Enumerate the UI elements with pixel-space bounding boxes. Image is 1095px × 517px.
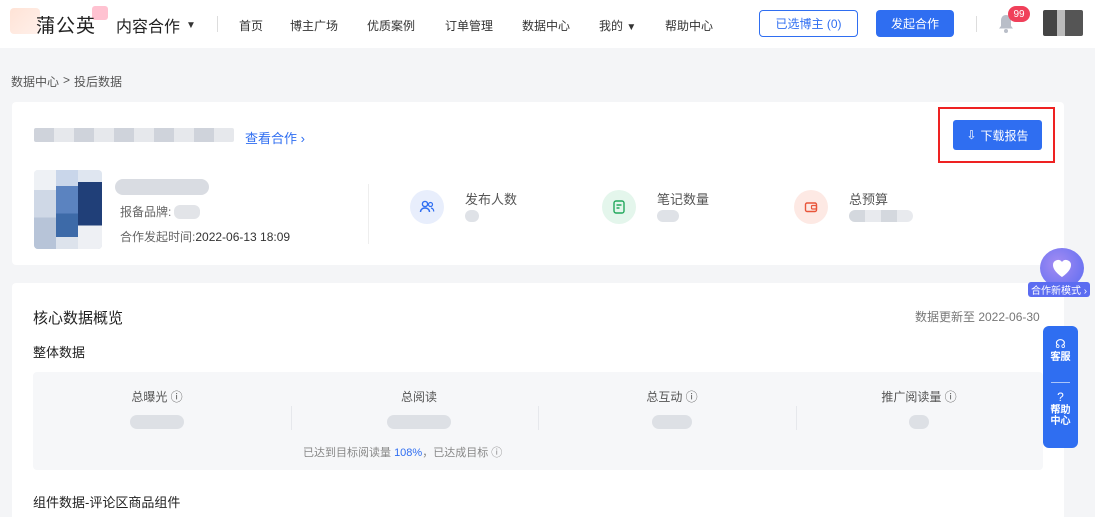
- nav-help[interactable]: 帮助中心: [665, 19, 714, 33]
- vertical-divider: [368, 184, 369, 244]
- new-coop-mode-tag[interactable]: 合作新模式 ›: [1028, 282, 1091, 297]
- note-icon: [602, 190, 636, 224]
- metric-divider: [291, 406, 292, 430]
- stat-label: 笔记数量: [657, 192, 710, 207]
- users-icon: [410, 190, 444, 224]
- campaign-card: 查看合作 › ⇩ 下载报告 报备品牌: 合作发起时间:2022-06-13 18…: [12, 102, 1064, 265]
- metric-label: 总阅读: [400, 390, 437, 404]
- metric-value-blurred: [387, 415, 451, 429]
- question-icon: ?: [1057, 390, 1064, 404]
- logo-blur: [10, 8, 40, 34]
- metric-label[interactable]: 总曝光 ⓘ: [131, 390, 183, 404]
- wallet-icon: [794, 190, 828, 224]
- avatar[interactable]: [1043, 10, 1083, 36]
- core-data-card: 核心数据概览 数据更新至 2022-06-30 整体数据 总曝光 ⓘ 总阅读 总…: [12, 283, 1064, 517]
- campaign-title-blurred: [34, 128, 234, 142]
- metric-promo-reads: 推广阅读量 ⓘ: [795, 388, 1043, 429]
- blogger-name-blurred: [115, 179, 209, 195]
- product-label: 内容合作: [116, 19, 181, 36]
- breadcrumb-current: 投后数据: [74, 75, 123, 89]
- subsection-title: 整体数据: [33, 345, 86, 360]
- notification-badge: 99: [1008, 6, 1030, 22]
- metric-interactions: 总互动 ⓘ: [548, 388, 796, 429]
- nav-divider-2: [976, 16, 977, 32]
- stat-value-blurred: [657, 210, 679, 222]
- help-sidebar-divider: [1051, 382, 1070, 383]
- component-section-title: 组件数据-评论区商品组件: [33, 495, 181, 510]
- logo-blur-accent: [92, 6, 108, 20]
- target-note: 已达到目标阅读量 108%，已达成目标 ⓘ: [303, 444, 502, 460]
- metric-value-blurred: [909, 415, 929, 429]
- metric-reads: 总阅读: [301, 388, 537, 429]
- stat-label: 总预算: [849, 192, 889, 207]
- metric-divider: [796, 406, 797, 430]
- download-report-button[interactable]: ⇩ 下载报告: [953, 120, 1042, 150]
- stat-value-blurred: [849, 210, 913, 222]
- metric-label[interactable]: 推广阅读量 ⓘ: [881, 390, 957, 404]
- brand-field: 报备品牌:: [120, 203, 201, 220]
- highlight-box: [938, 107, 1055, 163]
- target-note-suffix[interactable]: ，已达成目标 ⓘ: [422, 447, 503, 459]
- download-icon: ⇩: [966, 128, 977, 142]
- metric-value-blurred: [130, 415, 184, 429]
- help-sidebar: ☊ 客服 ? 帮助中心: [1043, 326, 1078, 448]
- customer-service-label: 客服: [1050, 352, 1071, 363]
- start-coop-button[interactable]: 发起合作: [876, 10, 954, 37]
- brand-name[interactable]: 蒲公英: [36, 16, 97, 37]
- metric-label[interactable]: 总互动 ⓘ: [646, 390, 698, 404]
- nav-data-center[interactable]: 数据中心: [522, 19, 571, 33]
- help-center-button[interactable]: ? 帮助中心: [1043, 390, 1078, 427]
- brand-value-blurred: [174, 204, 201, 219]
- target-note-prefix: 已达到目标阅读量: [303, 447, 395, 459]
- overview-panel: 总曝光 ⓘ 总阅读 总互动 ⓘ 推广阅读量 ⓘ 已达到目标阅读量 108%，已达…: [33, 372, 1043, 470]
- headset-icon: ☊: [1055, 337, 1066, 351]
- stat-label: 发布人数: [465, 192, 518, 207]
- nav-mine-label: 我的: [599, 19, 624, 33]
- brand-label: 报备品牌:: [120, 205, 172, 219]
- nav-orders[interactable]: 订单管理: [445, 19, 494, 33]
- help-center-label: 帮助中心: [1050, 405, 1071, 427]
- brand-thumbnail: [34, 170, 102, 249]
- metric-divider: [538, 406, 539, 430]
- data-updated: 数据更新至 2022-06-30: [915, 310, 1040, 324]
- top-nav: 蒲公英 内容合作 ▼ 首页 博主广场 优质案例 订单管理 数据中心 我的 ▼ 帮…: [0, 0, 1095, 48]
- metric-exposure: 总曝光 ⓘ: [33, 388, 281, 429]
- nav-divider: [217, 16, 218, 32]
- customer-service-button[interactable]: ☊ 客服: [1043, 337, 1078, 363]
- selected-bloggers-button[interactable]: 已选博主 (0): [759, 10, 858, 37]
- breadcrumb: 数据中心 > 投后数据: [11, 73, 122, 90]
- product-switcher[interactable]: 内容合作 ▼: [116, 13, 196, 37]
- nav-cases[interactable]: 优质案例: [367, 19, 416, 33]
- download-label: 下载报告: [980, 128, 1029, 143]
- nav-home[interactable]: 首页: [239, 19, 264, 33]
- start-time-value: 2022-06-13 18:09: [195, 230, 291, 244]
- nav-blogger-square[interactable]: 博主广场: [290, 19, 339, 33]
- nav-mine[interactable]: 我的 ▼: [599, 17, 636, 34]
- heart-icon[interactable]: [1040, 248, 1084, 288]
- section-title: 核心数据概览: [33, 310, 124, 327]
- breadcrumb-separator: >: [63, 73, 71, 87]
- caret-down-icon: ▼: [186, 19, 196, 31]
- start-time-field: 合作发起时间:2022-06-13 18:09: [120, 228, 290, 245]
- target-percentage: 108%: [394, 447, 423, 459]
- view-coop-link[interactable]: 查看合作 ›: [245, 131, 305, 146]
- start-time-label: 合作发起时间:: [120, 230, 196, 244]
- stat-value-blurred: [465, 210, 479, 222]
- breadcrumb-parent[interactable]: 数据中心: [11, 75, 60, 89]
- caret-down-icon: ▼: [626, 22, 637, 33]
- metric-value-blurred: [652, 415, 692, 429]
